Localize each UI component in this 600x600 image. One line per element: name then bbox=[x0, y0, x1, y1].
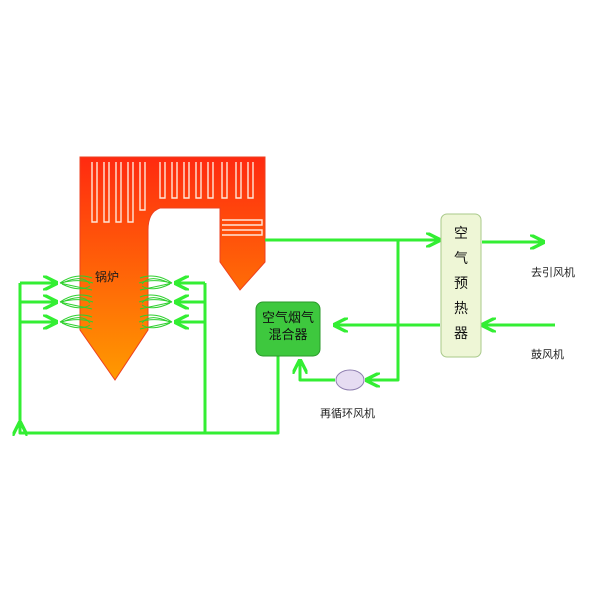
preheater-label: 空 气 预 热 器 bbox=[441, 222, 481, 347]
recirc-to-mixer bbox=[300, 362, 335, 382]
mixer-box bbox=[255, 301, 321, 357]
boiler-label: 锅炉 bbox=[95, 270, 120, 284]
recirc-fan-icon bbox=[335, 369, 365, 391]
boiler-body bbox=[79, 156, 266, 381]
boiler-tubes bbox=[91, 162, 254, 223]
blower-label: 鼓风机 bbox=[531, 348, 564, 361]
preheater-char: 预 bbox=[454, 276, 468, 292]
burners-right bbox=[138, 275, 173, 330]
mixer-label: 空气烟气 混合器 bbox=[256, 310, 320, 344]
recirc-branch bbox=[368, 240, 400, 380]
preheater-box bbox=[440, 213, 482, 358]
recirc-fan-label: 再循环风机 bbox=[320, 407, 375, 420]
preheater-char: 空 bbox=[454, 226, 468, 242]
mixer-label-line1: 空气烟气 bbox=[261, 311, 314, 326]
flow-lines bbox=[20, 240, 555, 433]
mixer-to-loop bbox=[20, 356, 280, 433]
preheater-char: 热 bbox=[454, 301, 468, 317]
economizer-tubes bbox=[222, 219, 263, 236]
mixer-label-line2: 混合器 bbox=[268, 328, 308, 343]
induced-fan-label: 去引风机 bbox=[531, 266, 575, 279]
boiler bbox=[79, 156, 266, 381]
burners-left bbox=[59, 275, 94, 330]
preheater-char: 气 bbox=[454, 251, 468, 267]
preheater-char: 器 bbox=[454, 326, 468, 342]
